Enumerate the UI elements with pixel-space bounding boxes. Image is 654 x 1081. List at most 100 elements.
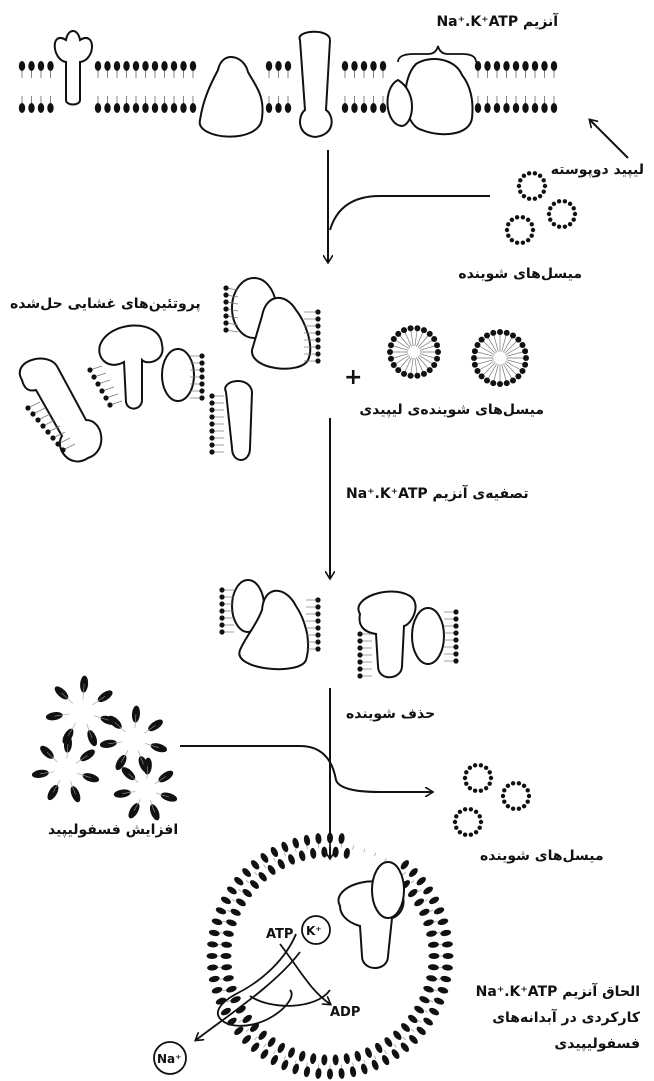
micelle-dot: [502, 799, 506, 803]
liposome-lipid: [276, 1042, 286, 1055]
liposome-tail: [295, 1060, 296, 1064]
detergent-head: [40, 423, 45, 428]
lipid-micelle-head: [431, 336, 437, 342]
lipid-micelle-head: [408, 373, 414, 379]
lipid-head: [114, 103, 120, 113]
liposome-lipid: [221, 941, 233, 948]
lipid-head: [104, 103, 110, 113]
detergent-input-line: [330, 196, 490, 230]
micelle-dot: [533, 171, 537, 175]
liposome-lipid: [241, 887, 253, 898]
lipid-head: [532, 61, 538, 71]
detergent-head: [223, 327, 228, 332]
micelle-dot: [506, 222, 510, 226]
liposome-tail: [246, 1029, 249, 1032]
lipid-head: [38, 103, 44, 113]
lipid-head: [522, 61, 528, 71]
liposome-tail: [219, 933, 223, 934]
micelle-dot: [557, 199, 561, 203]
liposome-lipid: [233, 875, 245, 887]
detergent-head: [219, 601, 224, 606]
detergent-head: [315, 337, 320, 342]
micelle-dot: [518, 189, 522, 193]
liposome-tail: [223, 921, 227, 922]
micelle-dot: [469, 832, 473, 836]
micelle-dot: [511, 806, 515, 810]
detergent-head: [91, 374, 96, 379]
lipid-micelle-head: [427, 367, 433, 373]
micelle-dot: [552, 202, 556, 206]
lipid-head: [513, 103, 519, 113]
micelle-dot: [538, 174, 542, 178]
detergent-head: [453, 651, 458, 656]
detergent-head: [453, 630, 458, 635]
lipid-head: [171, 61, 177, 71]
lipid-micelle-head: [490, 380, 496, 386]
detergent-head: [209, 414, 214, 419]
lipid-micelle-head: [391, 362, 397, 368]
liposome-tail: [374, 853, 376, 857]
micelle-dot: [453, 820, 457, 824]
liposome-lipid: [422, 1016, 434, 1027]
lipid-micelle-head: [414, 373, 420, 379]
lipid-micelle-head: [490, 330, 496, 336]
lipid-micelle-head: [391, 336, 397, 342]
micelle-dot: [489, 776, 493, 780]
micelle-dot: [527, 171, 531, 175]
liposome-lipid: [241, 1033, 253, 1045]
lipid-head: [484, 103, 490, 113]
detergent-head: [315, 646, 320, 651]
micelle-dot: [530, 222, 534, 226]
protein-channel: [300, 32, 332, 137]
lipid-head: [180, 61, 186, 71]
detergent-micelles-released: [453, 763, 531, 837]
liposome-lipid: [276, 858, 286, 871]
liposome-tail: [295, 849, 296, 853]
lipid-micelle-head: [497, 329, 503, 335]
lipid-head: [484, 61, 490, 71]
lipid-bilayer-label: لیپید دوپوسته: [551, 162, 644, 179]
lipid-micelle-head: [523, 355, 529, 361]
atp-to-adp-path: [280, 944, 330, 1004]
micelle-dot: [526, 218, 530, 222]
proteoliposome: [207, 833, 454, 1080]
detergent-head: [199, 381, 204, 386]
lipid-head: [503, 61, 509, 71]
lipid-head: [380, 61, 386, 71]
liposome-tail: [424, 1011, 427, 1013]
liposome-tail: [364, 849, 365, 853]
lipid-micelle-head: [474, 342, 480, 348]
lipid-micelle-head: [387, 349, 393, 355]
liposome-tail: [254, 872, 257, 875]
lipid-micelle-head: [435, 349, 441, 355]
micelle-dot: [522, 194, 526, 198]
lipid-head: [133, 61, 139, 71]
micelle-dot: [518, 178, 522, 182]
detergent-head: [219, 615, 224, 620]
micelle-dot: [479, 763, 483, 767]
liposome-tail: [437, 933, 441, 934]
liposome-lipid: [221, 964, 233, 971]
protein-na-k-atpase-alpha: [405, 59, 472, 134]
lipid-head: [161, 103, 167, 113]
lipid-micelle-head: [401, 371, 407, 377]
liposome-lipid: [364, 1046, 374, 1058]
liposome-lipid: [241, 867, 253, 879]
purified-enzymes: [232, 580, 444, 677]
liposome-tail: [227, 910, 231, 912]
detergent-head: [357, 631, 362, 636]
lipid-head: [190, 61, 196, 71]
liposome-lipid: [309, 1053, 317, 1065]
membrane-proteins: [55, 31, 473, 137]
liposome-lipid: [248, 879, 260, 891]
liposome-lipid: [428, 1006, 441, 1016]
lipid-head: [142, 61, 148, 71]
micelle-dot: [538, 194, 542, 198]
adp-label: ADP: [330, 1005, 360, 1020]
detergent-head: [223, 299, 228, 304]
micelle-dot: [517, 781, 521, 785]
lipid-micelle-head: [479, 337, 485, 343]
lipid-head: [47, 103, 53, 113]
detergent-head: [453, 658, 458, 663]
detergent-head: [315, 309, 320, 314]
